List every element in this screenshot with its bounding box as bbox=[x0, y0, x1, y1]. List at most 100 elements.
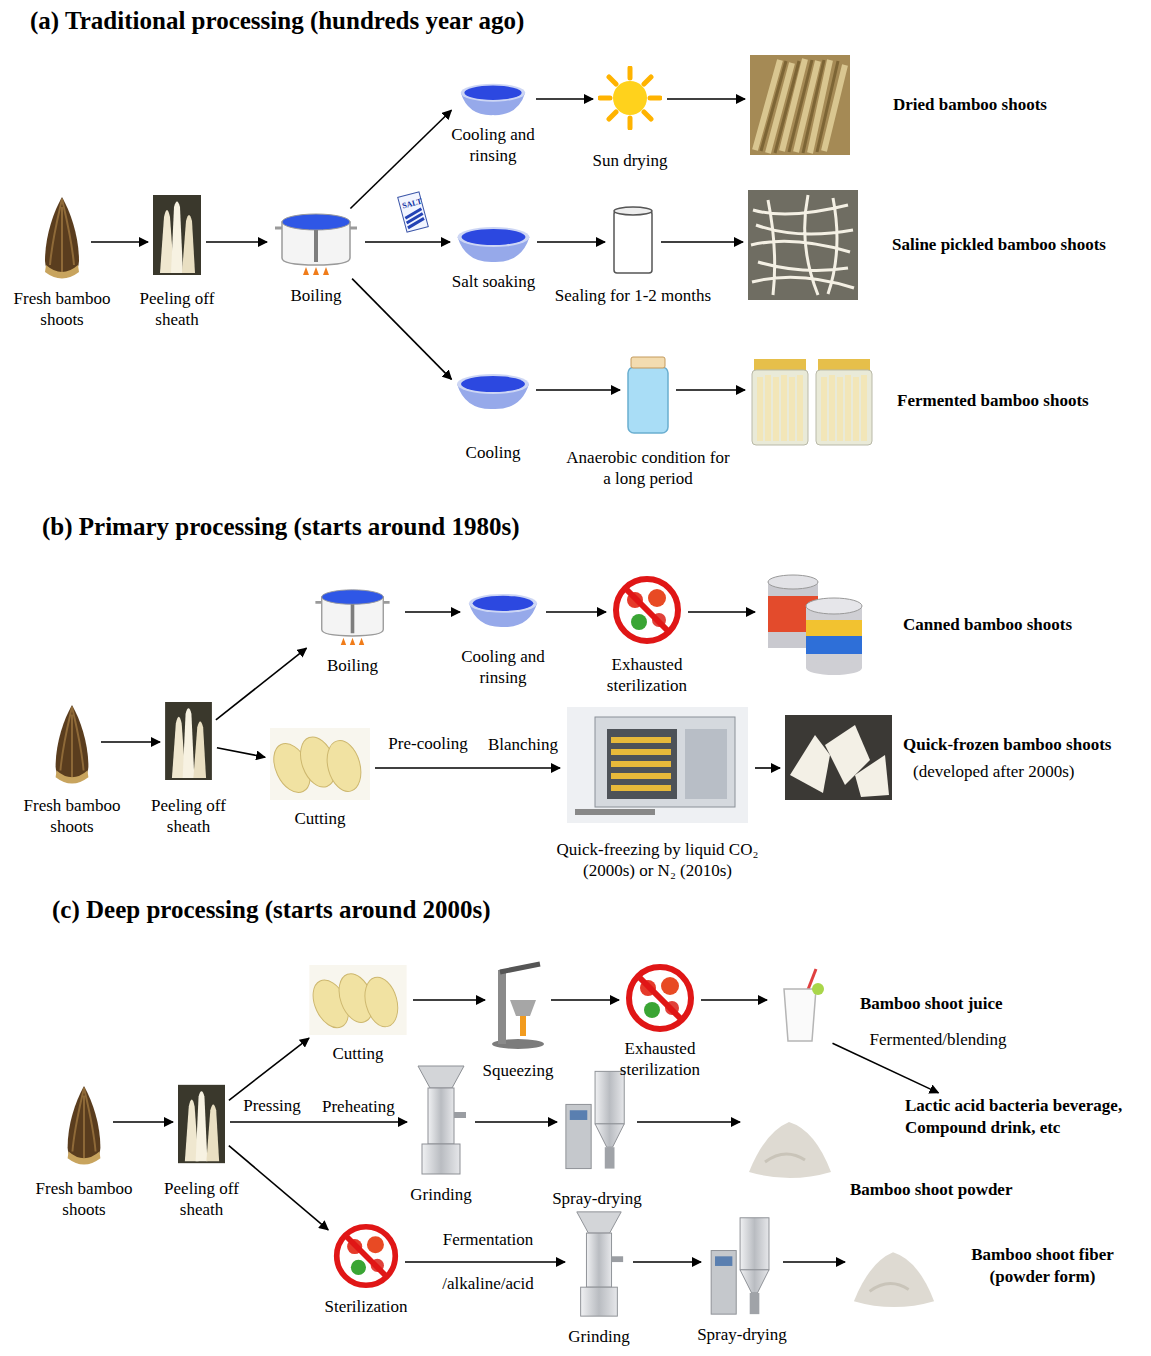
step-illustration bbox=[418, 1066, 466, 1174]
product-node: Bamboo shoot juice bbox=[772, 965, 828, 1043]
process-arrow bbox=[536, 389, 620, 391]
process-arrow bbox=[352, 279, 451, 380]
step-illustration bbox=[854, 1252, 934, 1307]
process-arrow bbox=[676, 389, 745, 391]
product-label: Bamboo shoot juice bbox=[860, 990, 1003, 1017]
product-node: Bamboo shoot fiber (powder form) bbox=[850, 1222, 938, 1310]
process-step: Sealing for 1-2 months bbox=[610, 205, 656, 275]
step-caption: Salt soaking bbox=[439, 271, 549, 292]
caption-box: Cooling and rinsing bbox=[444, 124, 542, 167]
step-caption: Exhausted sterilization bbox=[592, 654, 702, 697]
step-illustration bbox=[711, 1218, 769, 1314]
process-step: Grinding bbox=[570, 1208, 628, 1320]
process-arrow bbox=[206, 241, 267, 243]
step-caption: Peeling off sheath bbox=[130, 288, 225, 331]
caption-box: Fresh bamboo shoots bbox=[6, 288, 118, 331]
process-step: Squeezing bbox=[490, 960, 546, 1050]
caption-box: Peeling off sheath bbox=[141, 795, 236, 838]
product-name: Bamboo shoot powder bbox=[850, 1176, 1012, 1203]
step-label: Blanching bbox=[488, 735, 558, 755]
process-step: Boiling bbox=[305, 588, 400, 645]
step-caption: Sun drying bbox=[575, 150, 685, 171]
process-step: Peeling off sheath bbox=[153, 195, 201, 275]
step-caption: Fresh bamboo shoots bbox=[16, 795, 128, 838]
step-illustration bbox=[785, 715, 892, 800]
step-illustration bbox=[306, 965, 407, 1035]
step-illustration bbox=[457, 374, 529, 409]
process-arrow bbox=[405, 1261, 565, 1263]
caption-box: Quick-freezing by liquid CO₂ (2000s) or … bbox=[550, 839, 765, 882]
step-illustration bbox=[458, 227, 530, 262]
process-step: Fresh bamboo shoots bbox=[38, 195, 86, 280]
process-arrow bbox=[229, 1038, 309, 1100]
process-step: Peeling off sheath bbox=[165, 702, 212, 780]
process-step: Boiling bbox=[272, 212, 360, 275]
caption-box: Peeling off sheath bbox=[154, 1178, 249, 1221]
step-caption: Quick-freezing by liquid CO₂ (2000s) or … bbox=[550, 839, 765, 882]
product-name: Fermented bamboo shoots bbox=[897, 387, 1089, 414]
step-caption: Boiling bbox=[271, 285, 361, 306]
product-node: Canned bamboo shoots bbox=[760, 572, 872, 678]
step-caption: Sealing for 1-2 months bbox=[533, 285, 733, 306]
caption-box: Cooling bbox=[444, 442, 542, 463]
step-illustration bbox=[178, 1085, 225, 1163]
process-arrow bbox=[365, 241, 450, 243]
caption-box: Boiling bbox=[308, 655, 398, 676]
step-illustration bbox=[600, 68, 660, 128]
step-caption: Fresh bamboo shoots bbox=[28, 1178, 140, 1221]
arrow-label: Fermentation /alkaline/acid bbox=[429, 1218, 547, 1306]
step-caption: Fresh bamboo shoots bbox=[6, 288, 118, 331]
product-name: Bamboo shoot juice bbox=[860, 990, 1003, 1017]
arrow-label: Pre-cooling bbox=[388, 734, 467, 754]
process-arrow bbox=[475, 1121, 557, 1123]
arrow-label: Pressing bbox=[243, 1096, 301, 1116]
process-arrow bbox=[405, 611, 460, 613]
step-caption: Cutting bbox=[313, 1043, 403, 1064]
product-node: Bamboo shoot powder bbox=[745, 1092, 835, 1180]
process-step: Cooling and rinsing bbox=[455, 82, 531, 116]
caption-box: Peeling off sheath bbox=[130, 288, 225, 331]
caption-box: Cooling and rinsing bbox=[454, 646, 552, 689]
process-arrow bbox=[101, 741, 160, 743]
step-caption: Cooling and rinsing bbox=[454, 646, 552, 689]
process-arrow bbox=[536, 98, 593, 100]
process-step: Exhausted sterilization bbox=[624, 962, 696, 1034]
process-step: Quick-freezing by liquid CO₂ (2000s) or … bbox=[565, 705, 750, 825]
process-arrow bbox=[537, 241, 605, 243]
step-illustration bbox=[461, 84, 525, 115]
step-illustration bbox=[275, 214, 357, 275]
step-illustration bbox=[337, 1227, 396, 1286]
product-label: Saline pickled bamboo shoots bbox=[892, 231, 1106, 258]
process-arrow bbox=[229, 1146, 328, 1230]
process-arrow bbox=[375, 767, 560, 769]
product-label: Fermented bamboo shoots bbox=[897, 387, 1089, 414]
product-label: Dried bamboo shoots bbox=[893, 91, 1047, 118]
step-caption: Grinding bbox=[396, 1184, 486, 1205]
product-node: Saline pickled bamboo shoots bbox=[748, 190, 858, 300]
process-step: Cutting bbox=[308, 965, 408, 1035]
step-illustration bbox=[577, 1212, 623, 1316]
step-caption: Squeezing bbox=[468, 1060, 568, 1081]
caption-box: Grinding bbox=[396, 1184, 486, 1205]
product-text-node: Lactic acid bacteria beverage, Compound … bbox=[905, 1095, 1147, 1139]
process-arrow bbox=[661, 241, 743, 243]
step-illustration bbox=[629, 967, 691, 1029]
process-arrow bbox=[230, 1121, 407, 1123]
step-illustration bbox=[56, 705, 89, 784]
process-step: Cooling and rinsing bbox=[465, 592, 541, 628]
caption-box: Squeezing bbox=[468, 1060, 568, 1081]
process-step: Spray-drying bbox=[562, 1060, 632, 1178]
process-arrow bbox=[633, 1261, 701, 1263]
product-name: Canned bamboo shoots bbox=[903, 611, 1072, 638]
step-caption: Peeling off sheath bbox=[141, 795, 236, 838]
arrow-label: Fermented/blending bbox=[870, 1030, 1007, 1050]
process-step: Peeling off sheath bbox=[178, 1084, 225, 1164]
step-illustration bbox=[469, 594, 537, 627]
step-illustration bbox=[750, 55, 850, 155]
step-label: Preheating bbox=[322, 1097, 395, 1117]
process-step: Sterilization bbox=[332, 1222, 400, 1290]
caption-box: Fresh bamboo shoots bbox=[28, 1178, 140, 1221]
process-arrow bbox=[701, 999, 767, 1001]
product-label: Canned bamboo shoots bbox=[903, 611, 1072, 638]
